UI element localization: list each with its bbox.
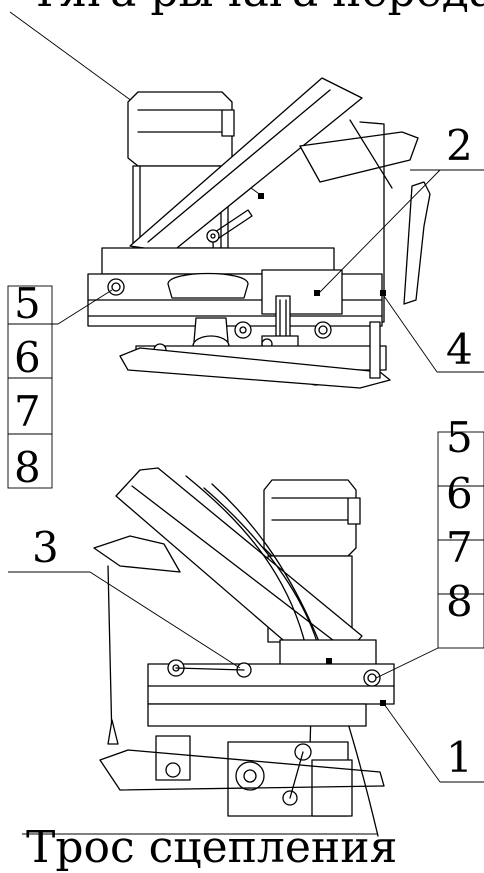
linkage-upper: [119, 272, 391, 389]
leader-4: [383, 295, 438, 373]
upper-assembly: [8, 11, 484, 389]
chute-upper: [129, 77, 431, 305]
callout-7-upper: 7: [14, 387, 41, 436]
clutch-cable: [211, 483, 379, 837]
callout-stack-upper: 5 6 7 8: [7, 279, 53, 492]
leader-5-lower: [375, 647, 439, 679]
linkage-lower: [99, 719, 385, 817]
callout-8-lower: 8: [446, 577, 473, 626]
top-title: Тяга рычага переда I: [30, 0, 484, 17]
chute-lower: [93, 467, 379, 837]
callout-7-lower: 7: [446, 523, 473, 572]
callout-8-upper: 8: [14, 443, 41, 492]
lower-assembly: [8, 467, 484, 837]
bottom-title: Трос сцепления: [26, 822, 397, 873]
bolt-upper-right: [314, 321, 332, 339]
callout-2: 2: [446, 121, 473, 170]
callout-1: 1: [446, 733, 473, 782]
callout-5-upper: 5: [14, 279, 41, 328]
callout-6-lower: 6: [446, 469, 473, 518]
leader-2: [319, 169, 441, 293]
callout-5-lower: 5: [446, 413, 473, 462]
bolt-5-lower: [363, 669, 381, 687]
bolt-5-upper: [107, 278, 125, 296]
callout-4: 4: [446, 325, 473, 374]
callout-3: 3: [32, 523, 59, 572]
callout-stack-lower: 5 6 7 8: [437, 413, 484, 649]
frame-lower: [147, 639, 395, 727]
title-leader-dot: [258, 193, 264, 199]
callout-6-upper: 6: [14, 333, 41, 382]
